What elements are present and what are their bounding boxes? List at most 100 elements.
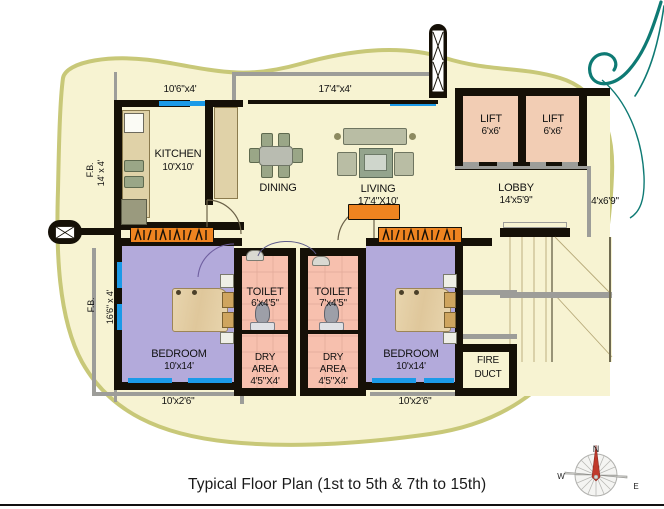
room-label-lobby: LOBBY — [498, 182, 534, 194]
duct-sill-upper — [463, 290, 517, 295]
room-dim-bedroom-right: 10'x14' — [396, 361, 426, 372]
wall-toilet-right-bottom — [300, 388, 366, 396]
decorative-swirl-lower — [601, 79, 645, 219]
living-entry-threshold[interactable] — [348, 204, 400, 220]
bedroom-left-headboard-a — [222, 292, 234, 308]
wall-kitchen-top-right — [213, 100, 243, 107]
wall-toilet-right-right — [358, 248, 366, 396]
toilet-right-floor — [308, 256, 358, 388]
room-label-toilet-right: TOILET — [314, 286, 352, 298]
dry-area-right-line1: DRY — [322, 352, 344, 363]
room-dim-living: 17'4"X10' — [357, 196, 399, 207]
dry-area-right-line2: AREA — [319, 364, 347, 375]
duct-sill-lower — [463, 334, 517, 339]
lift-right-door-b[interactable] — [562, 162, 578, 167]
kitchen-fridge-icon — [121, 199, 147, 225]
bedroom-right-bed — [395, 288, 451, 332]
compass-east-label: E — [633, 482, 638, 491]
kitchen-door-swing — [206, 199, 242, 235]
wall-lift-divider — [518, 88, 526, 170]
lift-left-door-b[interactable] — [497, 162, 513, 167]
dining-chair-6 — [292, 148, 303, 163]
wall-bedroom-left-bottom — [114, 382, 242, 390]
kitchen-sink-icon — [124, 113, 144, 133]
window-bedroom-left-c[interactable] — [128, 378, 172, 383]
dim-right-bedroom-balcony: 10'x2'6" — [398, 396, 432, 407]
kitchen-burner-2-icon — [124, 176, 144, 188]
living-sofa-right — [394, 152, 414, 176]
entry-wall-stub — [80, 228, 120, 235]
wall-toilet-left-side — [234, 248, 242, 396]
dry-area-left-line3: 4'5"X4' — [250, 376, 280, 387]
window-bedroom-left-b[interactable] — [117, 304, 122, 330]
lift-right-door[interactable] — [530, 162, 546, 167]
dim-left-bedroom-balcony: 10'x2'6" — [161, 396, 195, 407]
dim-kitchen-balcony: 10'6"x4' — [163, 84, 197, 95]
living-lamp-right-icon — [409, 133, 416, 140]
dining-table — [259, 146, 293, 166]
room-label-toilet-left: TOILET — [246, 286, 284, 298]
toilet-left-basin-icon — [246, 250, 264, 261]
kitchen-storage-unit — [214, 107, 238, 199]
entry-wall-vertical — [114, 206, 121, 246]
dim-lobby-side: 4'x6'9" — [591, 196, 619, 207]
room-label-lift-left: LIFT — [480, 113, 502, 125]
window-bedroom-left-a[interactable] — [117, 262, 122, 288]
dining-chair-1 — [261, 133, 273, 147]
fire-duct-line2: DUCT — [474, 369, 502, 380]
balcony-rail-bottom-right — [370, 392, 476, 396]
page-title: Typical Floor Plan (1st to 5th & 7th to … — [188, 476, 487, 493]
room-dim-toilet-right: 7'x4'5" — [319, 298, 347, 309]
lobby-top-edge — [455, 166, 591, 169]
room-dim-toilet-left: 6'x4'5" — [251, 298, 279, 309]
window-bedroom-right-b[interactable] — [424, 378, 454, 383]
wall-toilet-left-bottom — [234, 388, 296, 396]
lift-left-door[interactable] — [463, 162, 479, 167]
wall-lift-right — [579, 88, 587, 170]
fb-label-lower-name: F.B. — [85, 297, 96, 313]
room-dim-bedroom-left: 10'x14' — [164, 361, 194, 372]
bedroom-right-sidetable — [443, 274, 457, 288]
fb-label-upper-dim: 14' x 4' — [95, 159, 106, 187]
room-label-lift-right: LIFT — [542, 113, 564, 125]
wall-lift-top — [455, 88, 610, 96]
window-bedroom-right-a[interactable] — [372, 378, 416, 383]
living-sofa-left — [337, 152, 357, 176]
bedroom-left-door-swing — [197, 243, 235, 278]
bedroom-left-bed — [172, 288, 228, 332]
living-sofa-main — [343, 128, 407, 145]
room-label-bedroom-right: BEDROOM — [383, 348, 439, 360]
wall-toilet-right-top — [300, 248, 366, 256]
staircase — [500, 236, 613, 362]
dim-living-balcony: 17'4"x4' — [318, 84, 352, 95]
window-bedroom-left-d[interactable] — [188, 378, 232, 383]
fb-rail-left — [92, 248, 96, 396]
compass-rose: N W E — [557, 444, 639, 497]
room-label-living: LIVING — [360, 183, 396, 195]
toilet-right-dry-divider — [308, 330, 358, 334]
lobby-outer-rail — [587, 166, 591, 238]
wall-kitchen-left — [114, 100, 122, 228]
balcony-rail-top — [236, 72, 438, 76]
bedroom-left-grille[interactable] — [130, 227, 214, 243]
dining-chair-4 — [278, 164, 290, 178]
bedroom-right-pillow-b-icon — [414, 290, 419, 295]
lift-left-floor — [463, 96, 518, 162]
window-kitchen[interactable] — [159, 101, 205, 106]
wall-lobby-bottom — [500, 228, 570, 237]
room-label-kitchen: KITCHEN — [154, 148, 202, 160]
dining-chair-2 — [278, 133, 290, 147]
dry-area-right-line3: 4'5"X4' — [318, 376, 348, 387]
room-dim-lobby: 14'x5'9" — [499, 195, 533, 206]
envelope-icon — [55, 226, 75, 239]
plumbing-line — [257, 241, 317, 257]
wall-living-top — [248, 100, 438, 104]
room-dim-lift-left: 6'x6' — [481, 126, 501, 137]
kitchen-burner-1-icon — [124, 160, 144, 172]
wall-bedroom-right-bottom — [366, 382, 463, 390]
bedroom-right-grille[interactable] — [378, 227, 462, 243]
living-center-table — [364, 154, 387, 171]
bedroom-right-headboard-b — [444, 312, 456, 328]
room-dim-lift-right: 6'x6' — [543, 126, 563, 137]
dining-chair-3 — [261, 164, 273, 178]
